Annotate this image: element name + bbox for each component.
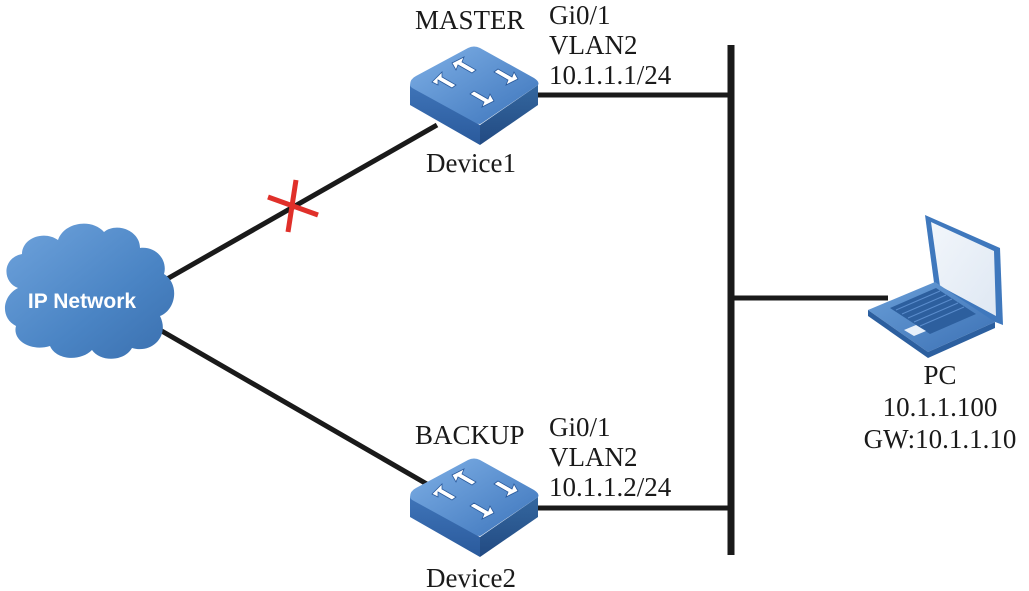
device2-switch[interactable]	[409, 458, 539, 558]
device2-name-label: Device2	[426, 563, 516, 591]
device1-vlan-label: VLAN2	[549, 30, 638, 60]
switch-icon	[409, 458, 539, 558]
link-cloud-device2	[158, 327, 434, 490]
pc-ip-label: 10.1.1.100	[883, 392, 998, 422]
link-fault-icon	[267, 179, 319, 233]
device1-name-label: Device1	[426, 148, 516, 178]
device2-interface-label: Gi0/1	[549, 412, 611, 442]
pc-laptop[interactable]	[868, 215, 1003, 358]
laptop-icon	[868, 215, 1003, 358]
device2-role-label: BACKUP	[415, 420, 525, 450]
pc-name-label: PC	[923, 360, 956, 390]
device1-role-label: MASTER	[415, 5, 525, 35]
device1-ip-label: 10.1.1.1/24	[549, 60, 672, 90]
link-cloud-device1	[158, 122, 439, 286]
pc-gateway-label: GW:10.1.1.10	[864, 424, 1017, 454]
device1-interface-label: Gi0/1	[549, 0, 611, 30]
cloud-icon	[4, 223, 175, 359]
ip-network-cloud[interactable]: IP Network	[4, 223, 175, 359]
device2-vlan-label: VLAN2	[549, 442, 638, 472]
device2-ip-label: 10.1.1.2/24	[549, 472, 672, 502]
cloud-label: IP Network	[28, 290, 136, 313]
